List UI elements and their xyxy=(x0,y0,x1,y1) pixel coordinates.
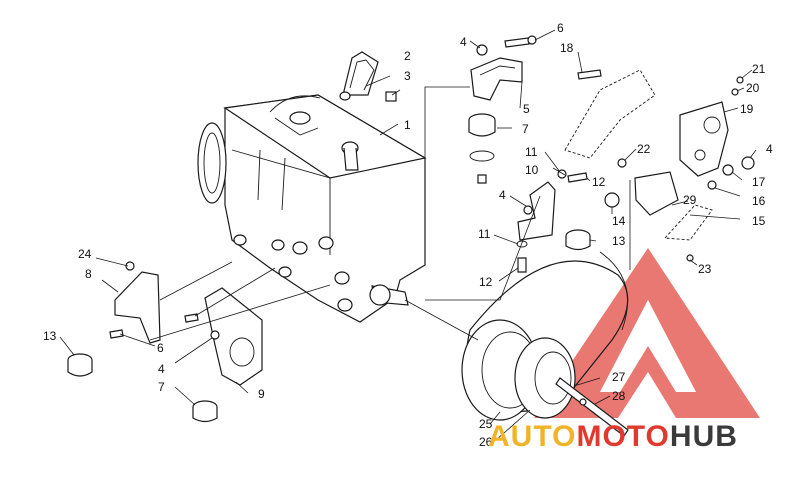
watermark-hub: HUB xyxy=(670,420,738,453)
watermark-auto: AUTO xyxy=(488,420,576,453)
engine-block xyxy=(197,94,427,323)
middle-mount-bracket xyxy=(516,169,591,273)
chaincase-bracket-assembly xyxy=(564,69,755,262)
callout-7: 7 xyxy=(158,380,165,394)
callout-12: 12 xyxy=(592,175,606,189)
upper-engine-mount xyxy=(468,35,537,184)
clip xyxy=(385,91,397,102)
callout-11: 11 xyxy=(525,145,538,159)
callout-17: 17 xyxy=(752,175,766,189)
watermark-text: AUTOMOTOHUB xyxy=(488,420,738,453)
callout-5: 5 xyxy=(523,102,530,116)
watermark-logo xyxy=(534,248,760,418)
callout-12: 12 xyxy=(479,275,493,289)
callout-28: 28 xyxy=(612,389,626,403)
callout-11: 11 xyxy=(478,227,491,241)
callout-13: 13 xyxy=(43,329,57,343)
callout-8: 8 xyxy=(85,267,92,281)
callout-21: 21 xyxy=(752,62,766,76)
callout-18: 18 xyxy=(560,41,574,55)
callout-16: 16 xyxy=(752,194,766,208)
callout-25: 25 xyxy=(479,417,493,431)
front-engine-bracket xyxy=(67,261,161,377)
callout-19: 19 xyxy=(740,102,754,116)
rear-engine-bracket xyxy=(184,287,263,423)
callout-1: 1 xyxy=(404,118,411,132)
callout-6: 6 xyxy=(157,341,164,355)
callout-2: 2 xyxy=(404,49,411,63)
callout-labels: 2 3 1 4 6 18 5 7 21 20 19 4 11 22 10 12 … xyxy=(43,21,773,449)
lifting-handle xyxy=(339,51,379,101)
callout-14: 14 xyxy=(612,214,626,228)
svg-text:AUTOMOTOHUB: AUTOMOTOHUB xyxy=(488,420,738,453)
watermark-moto: MOTO xyxy=(576,420,669,453)
callout-27: 27 xyxy=(612,370,626,384)
callout-15: 15 xyxy=(752,214,766,228)
callout-4: 4 xyxy=(158,362,165,376)
callout-24: 24 xyxy=(78,247,92,261)
callout-7: 7 xyxy=(522,122,529,136)
leader-lines xyxy=(59,29,757,441)
callout-26: 26 xyxy=(479,435,493,449)
callout-4: 4 xyxy=(499,188,506,202)
callout-4: 4 xyxy=(766,142,773,156)
callout-4: 4 xyxy=(460,35,467,49)
drive-clutch xyxy=(461,251,629,437)
callout-3: 3 xyxy=(404,69,411,83)
callout-6: 6 xyxy=(557,21,564,35)
callout-20: 20 xyxy=(746,81,760,95)
callout-10: 10 xyxy=(525,163,539,177)
callout-22: 22 xyxy=(637,142,651,156)
callout-29: 29 xyxy=(683,193,697,207)
callout-23: 23 xyxy=(698,262,712,276)
callout-9: 9 xyxy=(258,387,265,401)
callout-13: 13 xyxy=(612,234,626,248)
